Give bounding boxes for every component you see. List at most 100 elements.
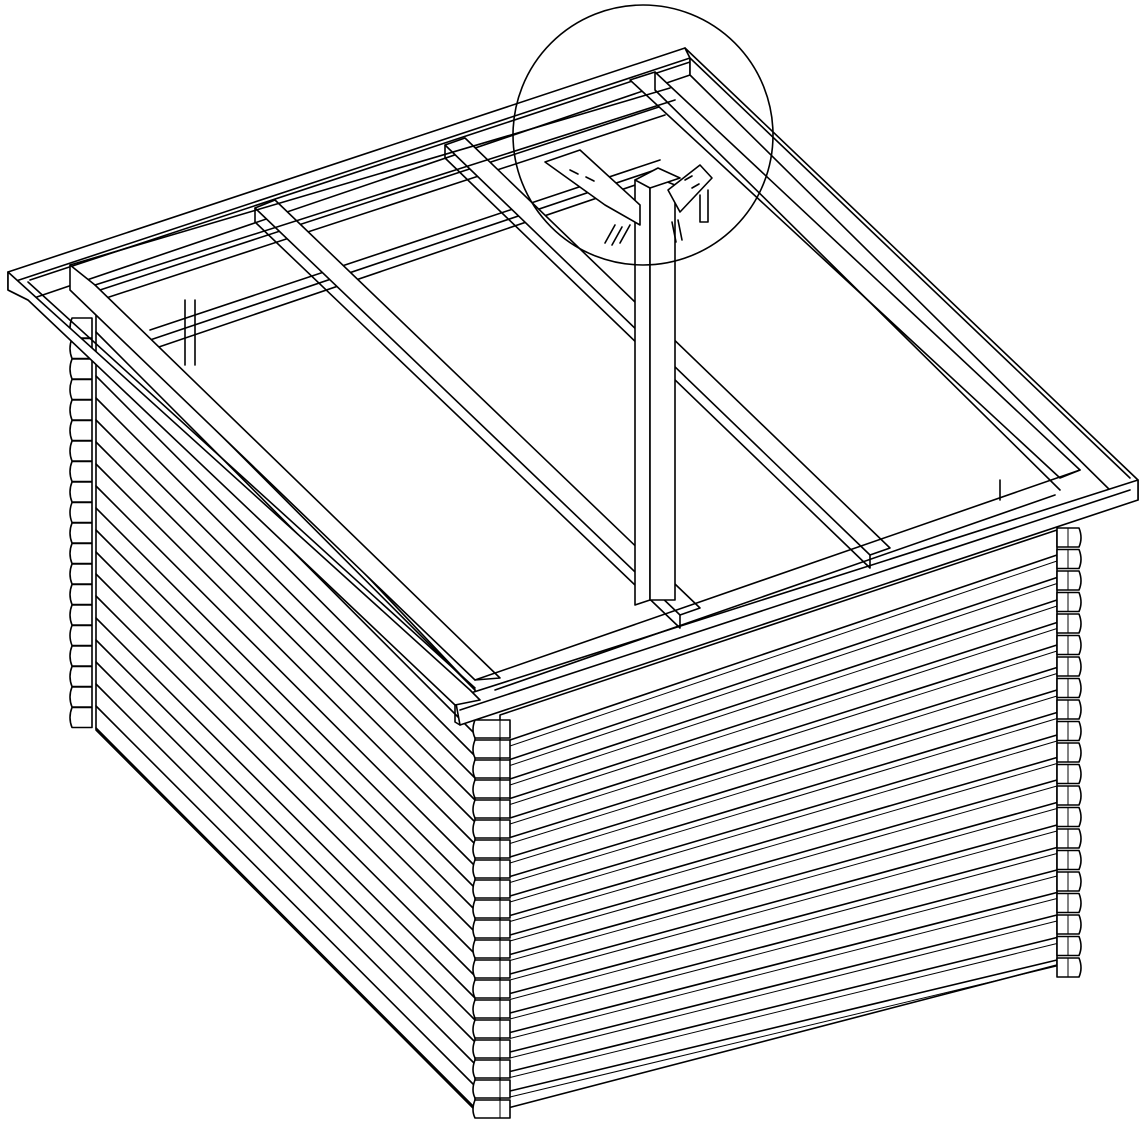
- log-end: [1056, 613, 1082, 634]
- front-log-line: [509, 554, 1058, 741]
- left-log-line: [95, 463, 476, 845]
- left-log-line: [95, 573, 476, 955]
- front-log-line: [509, 666, 1058, 839]
- log-end: [69, 542, 93, 565]
- front-log-line: [509, 644, 1058, 819]
- front-log-line: [509, 734, 1058, 897]
- log-end: [69, 501, 93, 524]
- log-end: [472, 899, 511, 919]
- log-end: [1056, 548, 1082, 570]
- log-end: [472, 1059, 511, 1079]
- front-log-groove: [509, 650, 1058, 825]
- log-end: [472, 739, 511, 759]
- log-end: [69, 399, 93, 421]
- log-end: [472, 839, 511, 859]
- left-log-line: [95, 441, 476, 823]
- left-log-line: [95, 507, 476, 889]
- front-log-groove: [509, 808, 1058, 961]
- screw-icon: [604, 224, 616, 244]
- front-corner-log-ends: [472, 719, 511, 1119]
- front-log-groove: [509, 583, 1058, 766]
- log-end: [69, 706, 93, 729]
- log-end: [472, 879, 511, 899]
- front-log-line: [509, 936, 1058, 1073]
- log-end: [472, 1019, 511, 1039]
- front-log-line: [509, 711, 1058, 878]
- log-end: [472, 1039, 511, 1059]
- log-end: [1056, 656, 1082, 677]
- log-end: [472, 779, 511, 799]
- front-log-groove: [509, 560, 1058, 747]
- log-end: [69, 358, 93, 380]
- post-bracket-detail: [544, 149, 713, 246]
- front-log-groove: [509, 920, 1058, 1059]
- log-end: [1056, 699, 1082, 720]
- front-log-groove: [509, 628, 1058, 805]
- log-end: [472, 859, 511, 879]
- front-log-line: [509, 779, 1058, 936]
- log-end: [472, 959, 511, 979]
- roof-frame: [7, 47, 1139, 726]
- front-log-line: [509, 914, 1058, 1053]
- log-end: [472, 939, 511, 959]
- left-log-line: [95, 419, 476, 801]
- log-end: [69, 645, 93, 667]
- inner-front-beam: [474, 469, 1081, 681]
- left-log-line: [95, 529, 476, 911]
- log-end: [69, 481, 93, 503]
- front-log-line: [509, 756, 1058, 917]
- front-log-line: [509, 891, 1058, 1034]
- left-log-line: [95, 551, 476, 933]
- log-end: [1056, 634, 1082, 656]
- log-end: [472, 719, 511, 739]
- front-log-line: [509, 959, 1058, 1092]
- log-end: [472, 919, 511, 939]
- log-end: [472, 979, 511, 999]
- rafter-1: [69, 264, 501, 681]
- front-log-line: [509, 846, 1058, 995]
- front-log-groove: [509, 943, 1058, 1078]
- log-end: [69, 686, 93, 708]
- log-end: [1056, 935, 1082, 957]
- right-corner-log-ends: [1056, 527, 1082, 978]
- log-end: [1056, 763, 1082, 785]
- front-log-groove: [509, 605, 1058, 786]
- front-log-groove: [509, 740, 1058, 903]
- detail-callout-circle: [512, 4, 774, 266]
- log-end: [69, 665, 93, 688]
- log-end: [1056, 849, 1082, 871]
- front-log-line: [509, 621, 1058, 800]
- left-wall-log-ends: [69, 317, 93, 729]
- front-log-groove: [509, 965, 1058, 1098]
- front-log-line: [509, 689, 1058, 858]
- log-end: [1056, 591, 1082, 613]
- left-log-line: [95, 375, 476, 757]
- inner-back-beam: [69, 87, 671, 266]
- log-end: [69, 604, 93, 626]
- front-log-line: [509, 576, 1058, 761]
- left-log-line: [95, 639, 476, 1021]
- log-end: [69, 624, 93, 647]
- front-log-groove: [509, 853, 1058, 1000]
- left-wall-logs: [95, 309, 476, 1109]
- log-end: [472, 759, 511, 779]
- log-end: [69, 460, 93, 483]
- left-log-line: [95, 397, 476, 779]
- front-log-line: [509, 869, 1058, 1014]
- front-log-line: [509, 599, 1058, 780]
- log-end: [69, 419, 93, 442]
- left-log-line: [95, 485, 476, 867]
- left-log-line: [95, 595, 476, 977]
- log-end: [69, 563, 93, 585]
- log-end: [1056, 527, 1082, 548]
- log-end: [472, 799, 511, 819]
- front-log-groove: [509, 763, 1058, 922]
- front-log-groove: [509, 898, 1058, 1039]
- log-end: [69, 440, 93, 462]
- log-end: [1056, 828, 1082, 849]
- front-wall-logs: [509, 554, 1058, 1098]
- log-end: [472, 1099, 511, 1119]
- center-post: [634, 167, 681, 606]
- left-edge-beam: [7, 271, 481, 706]
